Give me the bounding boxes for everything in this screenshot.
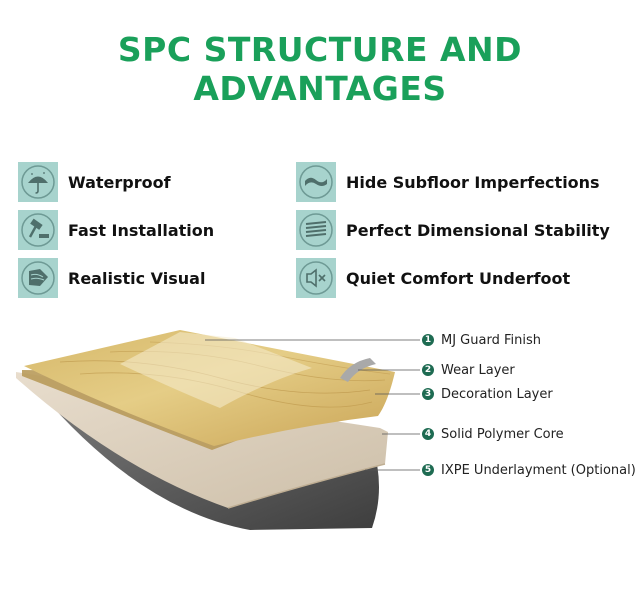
feature-label: Hide Subfloor Imperfections [346,172,600,192]
layer-number-badge: 3 [422,388,434,400]
stacked-lines-icon [294,208,338,252]
layer-label-5: 5 IXPE Underlayment (Optional) [422,461,636,479]
wear-layer [120,332,312,408]
feature-label: Waterproof [68,172,171,192]
layer-diagram: 1 MJ Guard Finish 2 Wear Layer 3 Decorat… [0,320,640,580]
layer-number-badge: 4 [422,428,434,440]
feature-hide-subfloor: Hide Subfloor Imperfections [294,160,600,204]
feature-fast-installation: Fast Installation [16,208,214,252]
umbrella-icon [16,160,60,204]
layer-label-3: 3 Decoration Layer [422,385,553,403]
layer-label-4: 4 Solid Polymer Core [422,425,564,443]
layer-label-1: 1 MJ Guard Finish [422,331,541,349]
wave-layers-icon [294,160,338,204]
feature-label: Quiet Comfort Underfoot [346,268,571,288]
feature-realistic-visual: Realistic Visual [16,256,205,300]
hammer-icon [16,208,60,252]
page-title: SPC STRUCTURE AND ADVANTAGES [117,30,523,108]
feature-waterproof: Waterproof [16,160,171,204]
layer-number-badge: 2 [422,364,434,376]
wood-grain-icon [16,256,60,300]
mute-speaker-icon [294,256,338,300]
feature-quiet-comfort: Quiet Comfort Underfoot [294,256,570,300]
layer-number-badge: 5 [422,464,434,476]
feature-label: Perfect Dimensional Stability [346,220,610,240]
feature-dimensional-stability: Perfect Dimensional Stability [294,208,610,252]
layer-number-badge: 1 [422,334,434,346]
feature-label: Fast Installation [68,220,215,240]
feature-label: Realistic Visual [68,268,206,288]
layer-label-2: 2 Wear Layer [422,361,515,379]
plank-illustration [16,330,420,530]
